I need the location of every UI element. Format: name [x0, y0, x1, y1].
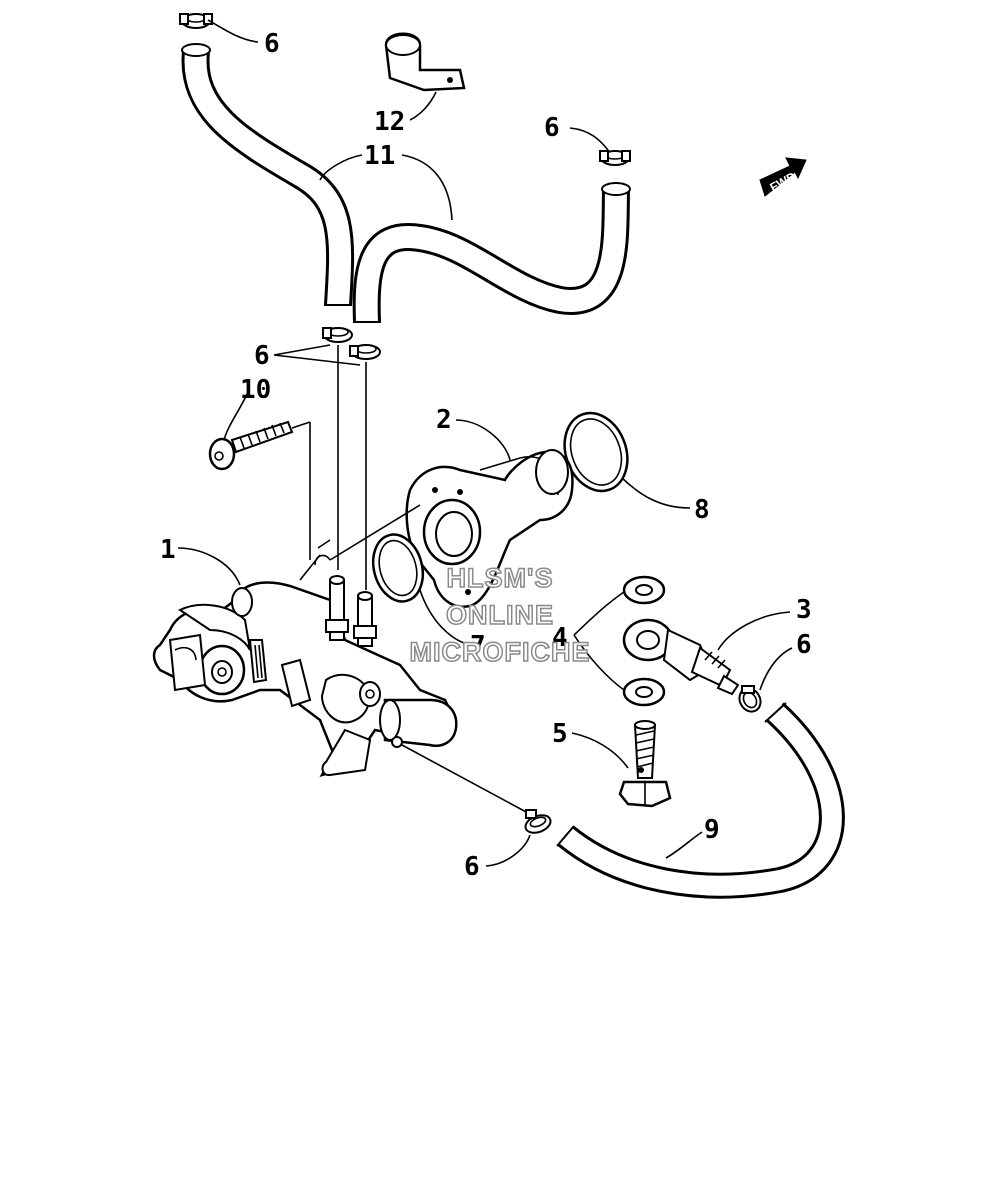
o-ring-7 — [371, 533, 425, 603]
hose-clamp-top-left — [179, 13, 213, 29]
callout-4: 4 — [552, 623, 568, 653]
callout-6-bottom: 6 — [464, 852, 480, 882]
bolt-10 — [208, 420, 311, 560]
callout-12: 12 — [374, 107, 405, 137]
hose-clamp-mid-right — [349, 344, 381, 360]
callout-9: 9 — [704, 815, 720, 845]
alignment-line — [329, 504, 421, 561]
pump-housing-2 — [405, 449, 574, 608]
callout-1: 1 — [160, 535, 176, 565]
watermark-line-3: MICROFICHE — [410, 637, 591, 667]
watermark-line-2: ONLINE — [446, 600, 554, 630]
callout-8: 8 — [694, 495, 710, 525]
leader-lines — [177, 19, 793, 867]
washer-4-lower — [622, 677, 666, 707]
oil-pump-assembly-1 — [152, 539, 458, 777]
banjo-bolt-5 — [618, 720, 672, 808]
banjo-fitting-3 — [622, 618, 740, 696]
hose-bracket-12 — [384, 32, 466, 92]
callout-6-mid: 6 — [254, 341, 270, 371]
callout-3: 3 — [796, 595, 812, 625]
hose-11-right — [352, 182, 631, 323]
hose-9 — [556, 702, 845, 899]
washer-4-upper — [622, 575, 666, 605]
callout-6-fitting: 6 — [796, 630, 812, 660]
hose-clamp-bottom — [524, 809, 552, 834]
callout-5: 5 — [552, 719, 568, 749]
callout-2: 2 — [436, 405, 452, 435]
alignment-line — [401, 744, 529, 814]
hose-clamp-fitting — [738, 685, 762, 713]
hose-clamp-top-right — [599, 150, 631, 166]
forward-direction-arrow: FWD — [759, 157, 807, 197]
watermark: HLSM'S ONLINE MICROFICHE — [409, 562, 591, 668]
callout-6-right: 6 — [544, 113, 560, 143]
hose-11-left — [181, 43, 355, 306]
hose-clamp-mid-left — [322, 327, 353, 343]
watermark-line-1: HLSM'S — [447, 563, 554, 593]
callout-11: 11 — [364, 141, 395, 171]
callout-6-top: 6 — [264, 29, 280, 59]
callout-10: 10 — [240, 375, 271, 405]
callout-7: 7 — [470, 631, 486, 661]
